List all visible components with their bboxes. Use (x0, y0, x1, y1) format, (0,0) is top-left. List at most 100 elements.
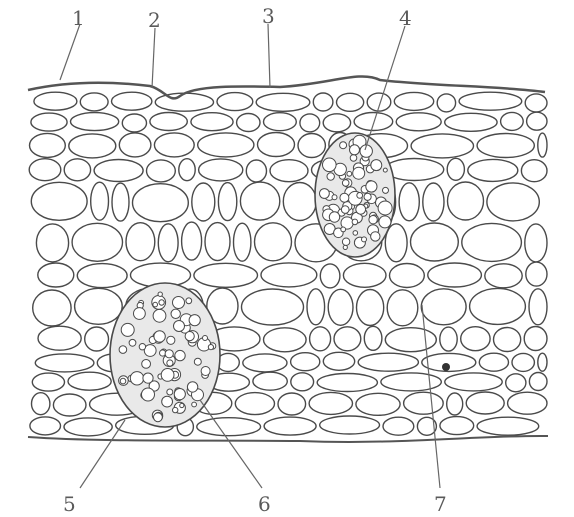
cell (242, 289, 304, 325)
cell (182, 222, 202, 260)
leader-line-2 (152, 28, 155, 88)
cell (235, 393, 274, 415)
cell (524, 327, 547, 351)
cell (399, 183, 419, 221)
cell (72, 223, 122, 261)
cell (80, 93, 108, 111)
cell (258, 133, 295, 157)
cell (320, 416, 380, 434)
cell (385, 328, 436, 352)
cell (494, 328, 521, 352)
cell (485, 264, 522, 288)
cell (381, 373, 441, 391)
cell (31, 182, 87, 220)
cell (194, 263, 258, 287)
cell (218, 183, 236, 221)
cell (191, 113, 233, 131)
cell (119, 133, 151, 157)
cell (479, 353, 508, 371)
cell (197, 418, 261, 436)
cell (32, 393, 50, 415)
cell (328, 289, 353, 325)
cell (150, 113, 187, 131)
label-4: 4 (399, 8, 412, 28)
cell (529, 289, 547, 325)
cell (323, 114, 350, 132)
cell (256, 93, 310, 111)
cell (390, 264, 425, 288)
cell (71, 113, 119, 131)
cell (447, 393, 463, 415)
cell (459, 92, 522, 110)
cell (240, 182, 279, 220)
cell (300, 114, 320, 132)
cell (487, 183, 539, 221)
cell (69, 134, 116, 158)
cell (29, 159, 61, 181)
cell (35, 354, 94, 372)
cell (246, 160, 266, 182)
cell (527, 112, 547, 130)
cell (525, 94, 547, 112)
cell (192, 183, 215, 221)
cell (155, 93, 213, 111)
cell (133, 184, 189, 222)
cell (199, 159, 243, 181)
cell (512, 353, 534, 371)
cell (354, 113, 393, 131)
cell (394, 92, 433, 110)
cell (270, 160, 308, 182)
cell (421, 289, 466, 325)
cell (205, 223, 230, 261)
label-6: 6 (258, 494, 271, 514)
cell (317, 374, 377, 392)
cell (179, 159, 195, 181)
cell (122, 114, 146, 132)
cell (437, 94, 455, 112)
cell (30, 417, 61, 435)
cell (154, 133, 194, 157)
label-2: 2 (148, 10, 161, 30)
dark-cell-mark (442, 363, 450, 371)
leader-line-3 (268, 24, 270, 88)
cell (261, 263, 317, 287)
cell (470, 288, 526, 324)
cell (447, 158, 464, 180)
cell (461, 327, 490, 351)
cell (198, 133, 254, 157)
cell (85, 327, 109, 351)
cell (358, 353, 418, 371)
cell (462, 223, 522, 261)
cell (501, 112, 524, 130)
cell (448, 182, 484, 220)
cell (53, 394, 86, 416)
leader-lines (60, 24, 440, 488)
cell (506, 374, 526, 392)
cell (147, 160, 176, 182)
cell (423, 183, 444, 221)
cell (31, 113, 67, 131)
cell (126, 223, 155, 261)
cell (323, 352, 354, 370)
cell (158, 224, 178, 262)
cell (243, 354, 287, 372)
cell (91, 182, 109, 220)
cell (521, 160, 547, 182)
cell (320, 264, 340, 288)
cell (309, 392, 352, 414)
cell (529, 373, 547, 391)
cell (34, 92, 77, 110)
cell (30, 133, 66, 157)
cell (466, 392, 504, 414)
cell (445, 373, 502, 391)
cell (94, 160, 143, 182)
cell (112, 183, 129, 221)
cell (75, 288, 123, 324)
cell (396, 113, 441, 131)
cell (291, 373, 314, 391)
cell (278, 393, 306, 415)
cell (77, 264, 127, 288)
cell (253, 372, 287, 390)
cell (445, 113, 497, 131)
